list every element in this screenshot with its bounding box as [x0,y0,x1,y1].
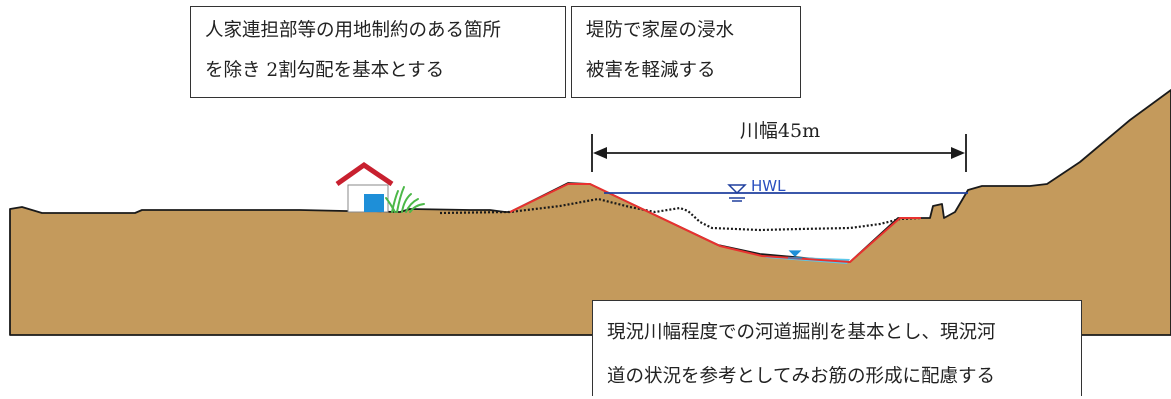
note-excavation: 現況川幅程度での河道掘削を基本とし、現況河 道の状況を参考としてみお筋の形成に配… [592,300,1082,396]
hwl-label: HWL [751,177,786,195]
planned-section-line [509,183,921,264]
note-excavation-line-1: 現況川幅程度での河道掘削を基本とし、現況河 [607,322,996,343]
note-levee-line-2: 被害を軽減する [586,60,716,81]
note-bank-slope: 人家連担部等の用地制約のある箇所 を除き 2割勾配を基本とする [190,6,566,98]
note-bank-slope-line-1: 人家連担部等の用地制約のある箇所 [205,20,502,41]
house-icon [335,161,394,213]
note-excavation-line-2: 道の状況を参考としてみお筋の形成に配慮する [607,366,995,387]
note-levee-line-1: 堤防で家屋の浸水 [586,20,735,41]
river-width-label: 川幅45m [740,120,820,142]
river-width-dimension [591,134,967,172]
grass-icon [385,186,425,213]
water-level-symbol-icon [727,184,747,202]
normal-water-level-symbol-icon [788,250,802,259]
note-levee: 堤防で家屋の浸水 被害を軽減する [571,6,801,98]
ground-profile [9,89,1171,336]
note-bank-slope-line-2: を除き 2割勾配を基本とする [205,60,445,81]
